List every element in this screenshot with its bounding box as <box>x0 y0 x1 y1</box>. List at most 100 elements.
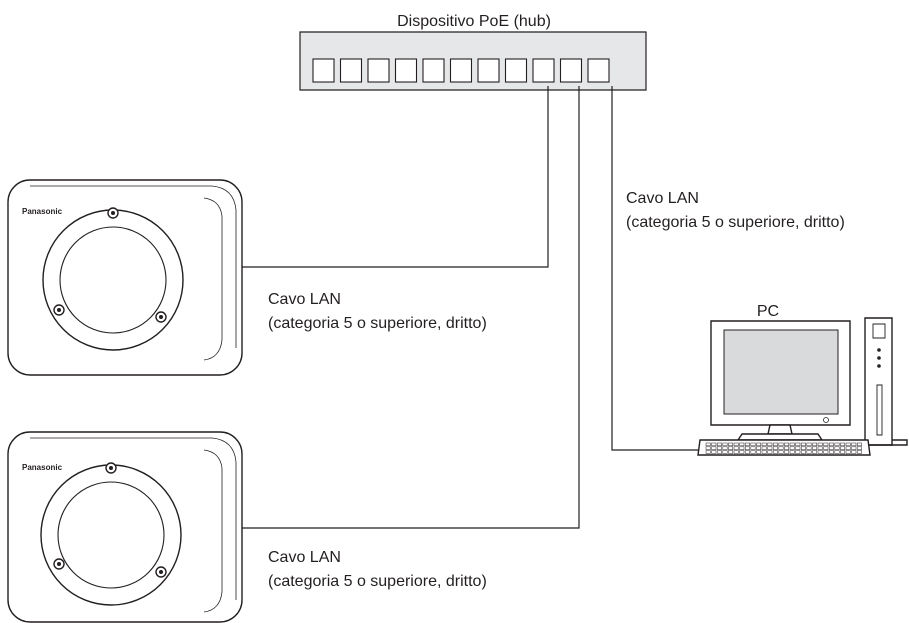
keyboard-key <box>789 446 795 450</box>
keyboard-key <box>828 442 834 447</box>
keyboard-key <box>795 446 801 450</box>
hub-port <box>477 58 500 83</box>
screw-head-icon <box>57 308 61 312</box>
monitor-screen <box>723 329 839 415</box>
keyboard-key <box>784 446 790 450</box>
keyboard-key <box>722 450 728 454</box>
led-icon <box>877 348 881 352</box>
keyboard-key <box>817 450 823 454</box>
keyboard-key <box>761 442 767 447</box>
hub-port <box>367 58 390 83</box>
keyboard-key <box>705 450 711 454</box>
keyboard-key <box>728 442 734 447</box>
keyboard-key <box>733 450 739 454</box>
keyboard-key <box>812 442 818 447</box>
keyboard-key <box>733 442 739 447</box>
led-icon <box>877 356 881 360</box>
keyboard-key <box>806 450 812 454</box>
poe-hub: Dispositivo PoE (hub) <box>299 13 647 91</box>
keyboard-key <box>705 442 711 447</box>
led-icon <box>877 364 881 368</box>
power-icon <box>823 417 829 423</box>
hub-port <box>532 58 555 83</box>
keyboard-key <box>744 450 750 454</box>
keyboard-key <box>845 446 851 450</box>
keyboard-key <box>800 442 806 447</box>
keyboard-key <box>806 446 812 450</box>
tower-slot-icon <box>876 384 883 436</box>
camera-side-edge <box>203 449 223 613</box>
pc-cable-label: Cavo LAN <box>626 190 699 207</box>
pc-label: PC <box>757 303 779 320</box>
keyboard-key <box>739 442 745 447</box>
hub-port <box>422 58 445 83</box>
camera-dome-window <box>59 226 167 334</box>
keyboard-key <box>739 450 745 454</box>
keyboard-key <box>711 450 717 454</box>
keyboard-key <box>772 450 778 454</box>
keyboard-key <box>834 442 840 447</box>
keyboard-key <box>828 450 834 454</box>
keyboard-key <box>756 442 762 447</box>
keyboard-key <box>728 446 734 450</box>
monitor-stand <box>767 424 793 435</box>
keyboard-key <box>750 450 756 454</box>
keyboard-key <box>761 446 767 450</box>
keyboard-key <box>834 450 840 454</box>
keyboard-key <box>800 446 806 450</box>
keyboard-key <box>778 450 784 454</box>
tower-foot <box>865 439 908 446</box>
keyboard-key <box>856 450 862 454</box>
camera-1: Panasonic <box>7 179 243 376</box>
keyboard-key <box>767 450 773 454</box>
hub-port <box>394 58 418 83</box>
keyboard-key <box>817 446 823 450</box>
keyboard-key <box>823 442 829 447</box>
camera-1-cable-spec: (categoria 5 o superiore, dritto) <box>268 315 487 332</box>
hub-port <box>312 58 335 83</box>
keyboard-key <box>856 446 862 450</box>
keyboard-key <box>812 446 818 450</box>
lan-cable-pc <box>611 86 700 451</box>
drive-bay-icon <box>872 323 886 339</box>
camera-2-cable-label: Cavo LAN <box>268 549 341 566</box>
keyboard-key <box>800 450 806 454</box>
keyboard-key <box>823 450 829 454</box>
keyboard-key <box>728 450 734 454</box>
keyboard-key <box>828 446 834 450</box>
screw-head-icon <box>57 562 61 566</box>
keyboard-key <box>761 450 767 454</box>
hub-port <box>587 58 610 83</box>
keyboard-key <box>756 446 762 450</box>
screw-head-icon <box>159 570 163 574</box>
pc-cable-spec: (categoria 5 o superiore, dritto) <box>626 214 845 231</box>
keyboard-key <box>772 446 778 450</box>
keyboard-key <box>834 446 840 450</box>
camera-side-edge <box>203 197 223 361</box>
camera-brand-logo: Panasonic <box>22 463 63 472</box>
keyboard-key <box>806 442 812 447</box>
keyboard-key <box>845 442 851 447</box>
camera-bevel <box>30 185 237 348</box>
camera-2: Panasonic <box>7 431 243 623</box>
keyboard-key <box>711 442 717 447</box>
keyboard-key <box>784 442 790 447</box>
keyboard-key <box>812 450 818 454</box>
camera-dome-window <box>57 481 165 589</box>
keyboard-keys <box>705 442 862 454</box>
keyboard-key <box>851 450 857 454</box>
keyboard-key <box>772 442 778 447</box>
keyboard-key <box>716 446 722 450</box>
keyboard-key <box>823 446 829 450</box>
keyboard-key <box>711 446 717 450</box>
keyboard-key <box>722 446 728 450</box>
screw-head-icon <box>109 466 113 470</box>
keyboard-key <box>840 450 846 454</box>
keyboard-key <box>744 446 750 450</box>
keyboard-key <box>795 442 801 447</box>
keyboard-key <box>856 442 862 447</box>
hub-port <box>339 58 363 83</box>
keyboard-key <box>744 442 750 447</box>
hub-port <box>559 58 583 83</box>
